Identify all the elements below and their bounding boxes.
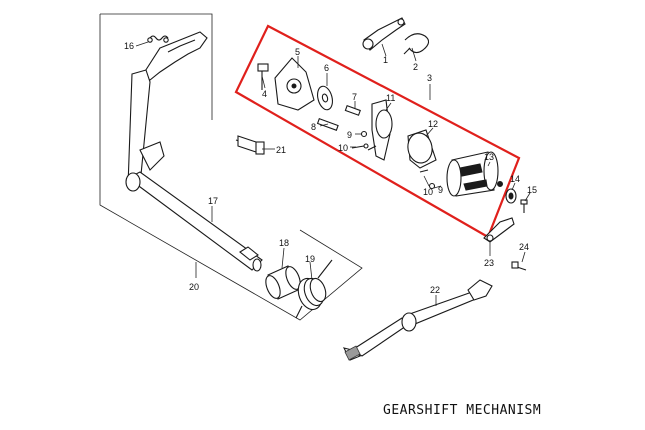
- callout-15: 15: [527, 185, 537, 195]
- part-1-stopper-arm: [362, 17, 406, 51]
- callout-16: 16: [124, 41, 134, 51]
- callout-23: 23: [484, 258, 494, 268]
- part-5-shift-plate: [274, 57, 315, 111]
- callout-7: 7: [352, 92, 357, 102]
- callout-labels: 1 2 3 4 5 6 7 8 9 10 11 12 13 10 9 14 15…: [124, 41, 537, 295]
- part-10-pin: [351, 143, 429, 173]
- callout-12: 12: [428, 119, 438, 129]
- part-15-screw: [520, 199, 528, 213]
- callout-19: 19: [305, 254, 315, 264]
- callout-1: 1: [383, 55, 388, 65]
- callout-8: 8: [311, 122, 316, 132]
- callout-5: 5: [295, 47, 300, 57]
- part-13-shift-drum: [446, 151, 503, 197]
- part-21-bolt: [235, 135, 265, 155]
- part-16-spring: [147, 35, 169, 43]
- callout-9a: 9: [347, 130, 352, 140]
- part-14-bearing: [505, 188, 517, 204]
- callout-24: 24: [519, 242, 529, 252]
- callout-11: 11: [386, 93, 395, 103]
- part-7-pin: [344, 105, 361, 116]
- diagram-caption: GEARSHIFT MECHANISM: [383, 403, 541, 418]
- callout-18: 18: [279, 238, 289, 248]
- callout-4: 4: [262, 89, 267, 99]
- callout-3: 3: [427, 73, 432, 83]
- part-6-washer: [317, 85, 333, 111]
- shaft-assembly-outline: [99, 13, 363, 321]
- part-19-return-spring: [295, 259, 333, 319]
- callout-21: 21: [276, 145, 286, 155]
- callout-20: 20: [189, 282, 199, 292]
- callout-22: 22: [430, 285, 440, 295]
- callout-9b: 9: [438, 185, 443, 195]
- part-18-collar: [265, 265, 301, 300]
- callout-10a: 10: [338, 143, 348, 153]
- part-11-shift-fork: [367, 99, 393, 161]
- callout-10b: 10: [423, 187, 433, 197]
- callout-17: 17: [208, 196, 218, 206]
- callout-6: 6: [324, 63, 329, 73]
- callout-13: 13: [484, 152, 494, 162]
- callout-2: 2: [413, 62, 418, 72]
- leader-lines: [135, 41, 531, 306]
- part-4-bolt: [257, 63, 269, 90]
- callout-14: 14: [510, 174, 520, 184]
- part-24-bolt: [511, 261, 527, 271]
- part-12-shift-fork: [407, 129, 437, 169]
- part-23-stopper-plate: [483, 217, 515, 243]
- part-2-stopper-spring: [403, 33, 430, 55]
- part-8-pin: [316, 117, 339, 131]
- part-22-gearshift-pedal: [342, 279, 493, 361]
- part-gearshift-arm: [125, 31, 263, 272]
